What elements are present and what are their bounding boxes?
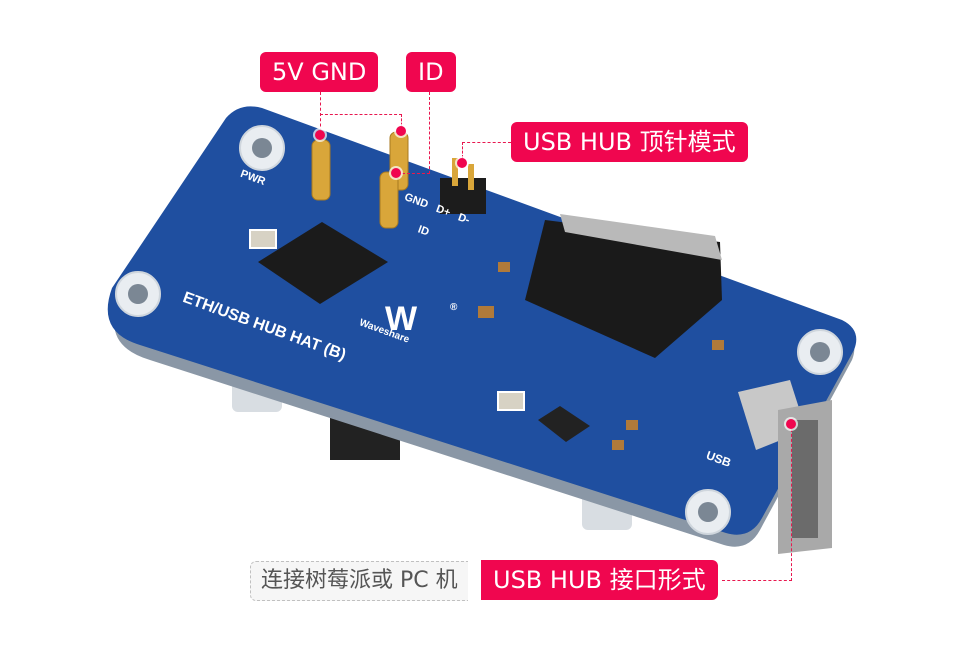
callout-usb-hub-interface-mode: USB HUB 接口形式 bbox=[481, 560, 718, 600]
callout-line-interface-v bbox=[791, 424, 792, 581]
callout-line-5v-gnd-h bbox=[320, 114, 402, 115]
callout-dot-gnd bbox=[396, 126, 406, 136]
connect-note-label: 连接树莓派或 PC 机 bbox=[250, 561, 468, 601]
callout-dot-usb bbox=[786, 419, 796, 429]
callout-line-5v-gnd-v2 bbox=[401, 114, 402, 130]
callout-id: ID bbox=[406, 52, 456, 92]
callout-dot-pogo bbox=[457, 158, 467, 168]
svg-text:W: W bbox=[385, 300, 418, 338]
registered-mark: ® bbox=[450, 302, 458, 313]
callout-5v-gnd: 5V GND bbox=[260, 52, 379, 92]
callout-dot-5v bbox=[315, 130, 325, 140]
callout-line-interface-h bbox=[722, 580, 792, 581]
callout-usb-hub-pogo-mode: USB HUB 顶针模式 bbox=[511, 122, 748, 162]
callout-line-pogo-h bbox=[462, 142, 511, 143]
callout-line-id bbox=[429, 92, 430, 174]
callout-line-pogo-v bbox=[462, 142, 463, 158]
callout-dot-id bbox=[391, 168, 401, 178]
callout-line-id-h bbox=[397, 173, 430, 174]
